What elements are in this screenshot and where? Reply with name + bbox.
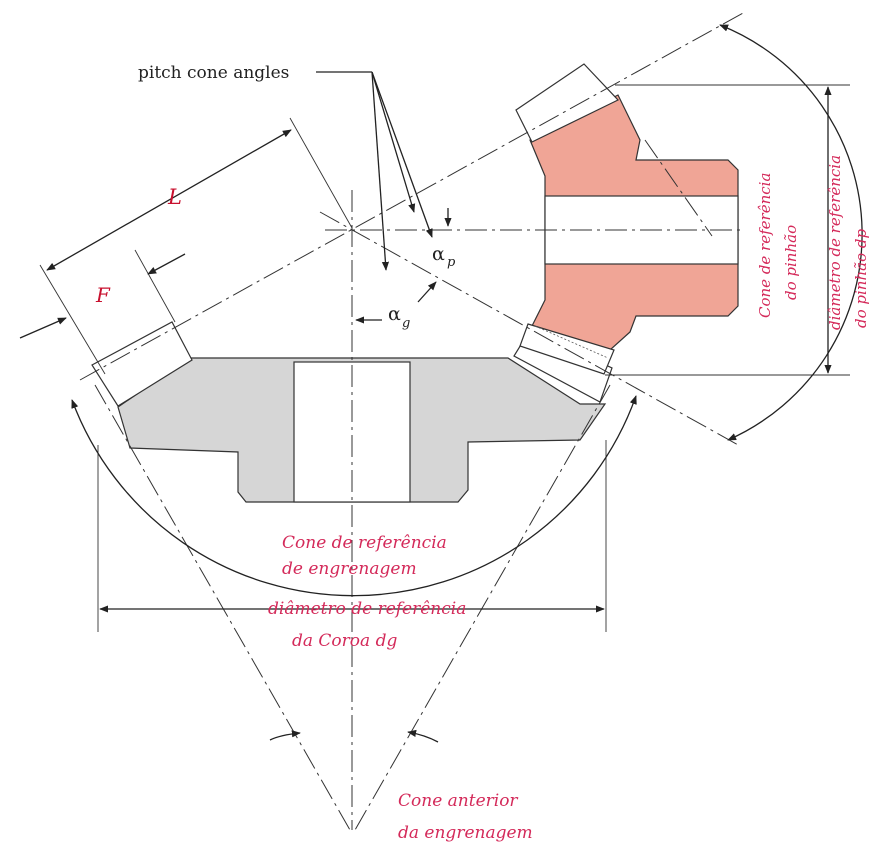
alpha-g-subscript: g <box>402 316 410 331</box>
pitch-cone-angles-label: pitch cone angles <box>138 63 289 83</box>
F-label: F <box>95 283 111 307</box>
gear-diameter-note-2: da Coroa dg <box>292 631 397 651</box>
L-label: L <box>167 185 182 209</box>
pinion-diameter-note-1: diâmetro de referência <box>826 155 844 330</box>
dimensions <box>19 24 863 743</box>
pinion-tooth-top <box>515 63 619 143</box>
pinion-body <box>515 63 739 375</box>
alpha-g-symbol: α <box>388 303 401 325</box>
F-arrow-left <box>19 317 67 339</box>
pinion-cone-note-2: do pinhão <box>782 225 800 300</box>
gear-diameter-note-1: diâmetro de referência <box>268 599 466 619</box>
handwritten-notes: Cone de referência do pinhão diâmetro de… <box>268 155 870 843</box>
alpha-p-subscript: p <box>447 255 456 270</box>
gear-cone-note-2: de engrenagem <box>282 559 417 579</box>
gear-pitch-cone-arc <box>71 395 637 597</box>
L-dimension-line <box>46 129 292 271</box>
gear-cone-note-1: Cone de referência <box>282 533 447 553</box>
pinion-pitch-cone-arc <box>719 24 863 441</box>
pinion-diameter-note-2: do pinhão dp <box>852 229 870 328</box>
back-cone-arrow-right <box>407 729 439 743</box>
gear-tooth-left <box>91 321 193 407</box>
back-cone-arrow-left <box>269 730 301 741</box>
front-cone-note-2: da engrenagem <box>398 823 533 843</box>
F-arrow-right <box>147 253 186 275</box>
pinion-cone-note-1: Cone de referência <box>756 173 774 318</box>
pitch-line-lower <box>319 211 741 447</box>
front-cone-note-1: Cone anterior <box>398 791 518 811</box>
pitch-line-upper <box>79 11 746 381</box>
alpha-p-symbol: α <box>432 243 445 265</box>
alpha-p-arrow-2 <box>417 281 437 303</box>
pinion-back-cone <box>644 139 713 237</box>
